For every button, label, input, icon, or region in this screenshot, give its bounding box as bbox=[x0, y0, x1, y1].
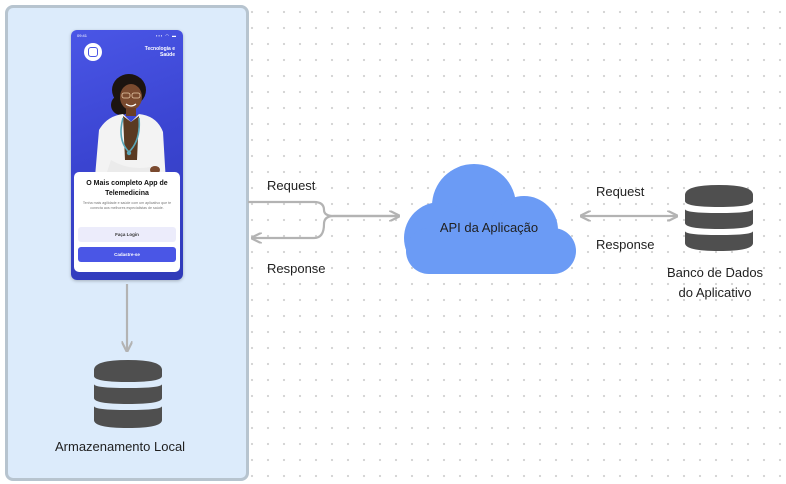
phone-status-icons: ▪▪▪ ◠ ▬ bbox=[156, 33, 177, 38]
local-storage-database-icon bbox=[94, 360, 162, 428]
login-button[interactable]: Faça Login bbox=[78, 227, 176, 242]
response-arrow-api-to-app bbox=[253, 214, 398, 238]
database-label-line2: do Aplicativo bbox=[678, 285, 752, 300]
phone-status-time: 09:41 bbox=[77, 33, 88, 38]
local-storage-label: Armazenamento Local bbox=[55, 439, 186, 454]
app-logo-icon bbox=[84, 43, 102, 61]
database-label-line1: Banco de Dados bbox=[666, 265, 764, 280]
app-brand-text: Tecnologia e Saúde bbox=[144, 46, 175, 58]
welcome-title: O Mais completo App de Telemedicina bbox=[86, 180, 168, 197]
database-label: Banco de Dados do Aplicativo bbox=[660, 263, 770, 303]
signup-button[interactable]: Cadastre-se bbox=[78, 247, 176, 262]
phone-mockup: 09:41 ▪▪▪ ◠ ▬ Tecnologia e Saúde O Mais … bbox=[71, 30, 183, 280]
right-response-label: Response bbox=[596, 237, 655, 252]
cloud-icon bbox=[404, 164, 576, 274]
api-label: API da Aplicação bbox=[439, 220, 539, 235]
welcome-description: Tenha mais agilidade e saúde com um apli… bbox=[82, 201, 172, 210]
left-request-label: Request bbox=[267, 178, 316, 193]
right-request-label: Request bbox=[596, 184, 645, 199]
database-icon bbox=[685, 185, 753, 251]
request-arrow-app-to-api bbox=[248, 200, 398, 216]
left-response-label: Response bbox=[267, 261, 326, 276]
welcome-card: O Mais completo App de Telemedicina Tenh… bbox=[74, 172, 180, 272]
phone-status-bar: 09:41 ▪▪▪ ◠ ▬ bbox=[77, 33, 177, 39]
